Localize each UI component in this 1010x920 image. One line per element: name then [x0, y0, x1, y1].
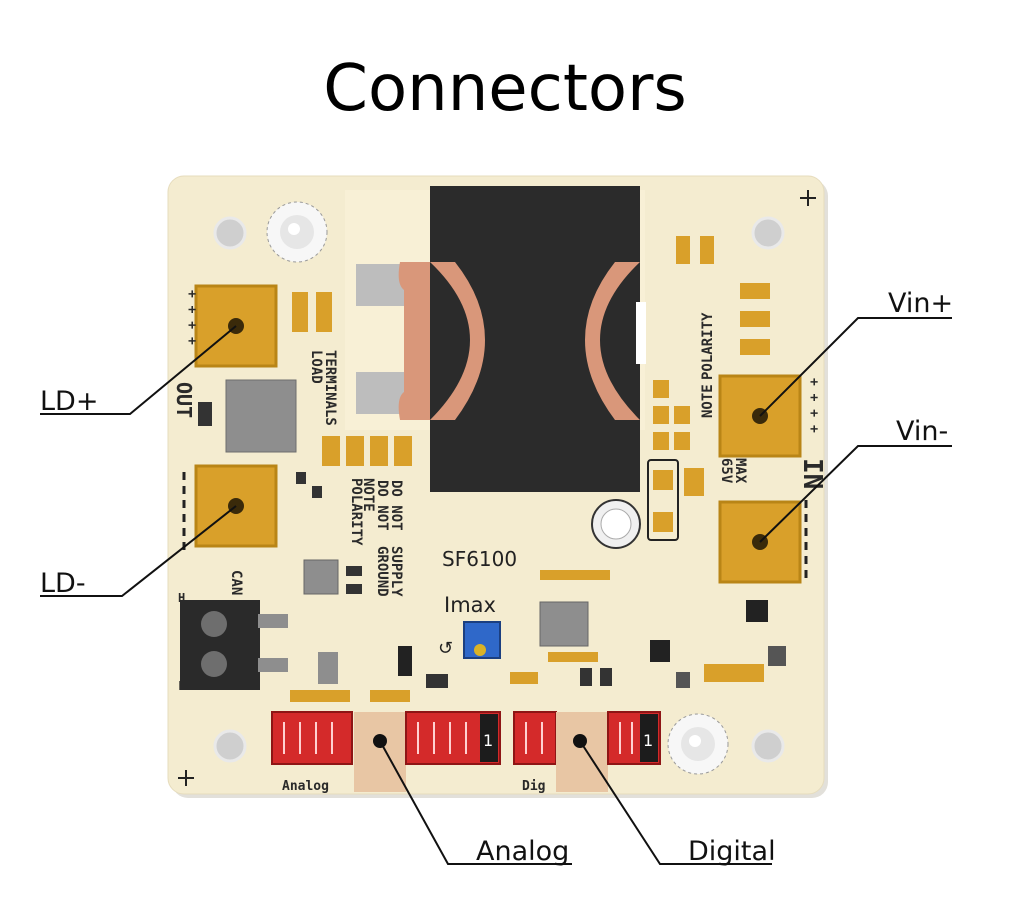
- can-h-label: H: [178, 591, 185, 605]
- note-label-right: NOTE: [700, 384, 716, 418]
- vin-plus-polarity-mark: + + + +: [806, 378, 821, 433]
- in-silk-label: IN: [797, 458, 827, 489]
- indicator-led: [591, 499, 641, 549]
- misc-pads: [290, 570, 764, 702]
- analog-pin1-label: 1: [483, 731, 493, 750]
- fiducial-tr-icon: [800, 190, 816, 206]
- standoff-screw-bottom: [667, 713, 729, 775]
- ld-plus-polarity-mark: + + + +: [184, 290, 199, 345]
- fiducial-bl-icon: [178, 770, 194, 786]
- digital-silk-label: Dig: [522, 779, 545, 794]
- analog-leader-line: [379, 740, 572, 865]
- digital-leader-line: [579, 740, 772, 865]
- note-label-left: NOTE: [360, 478, 376, 512]
- max-voltage-label: 65V: [718, 458, 734, 484]
- vin-minus-leader-line: [759, 445, 952, 543]
- out-silk-label: OUT: [172, 382, 196, 418]
- ld-minus-leader-line: [40, 505, 237, 597]
- polarity-label-left: POLARITY: [348, 478, 364, 546]
- vin-minus-callout: Vin-: [896, 416, 948, 447]
- ground-label: GROUND: [374, 546, 390, 597]
- smd-pads-top-right: [653, 236, 770, 496]
- model-label: SF6100: [442, 547, 517, 571]
- header-pins: [283, 722, 633, 754]
- rotate-icon: ↺: [438, 638, 453, 659]
- misc-components: [296, 472, 786, 688]
- fuse-outline: [647, 459, 679, 541]
- fuse-pad-bottom: [653, 512, 673, 532]
- ld-plus-callout: LD+: [40, 386, 98, 417]
- ld-minus-callout: LD-: [40, 568, 86, 599]
- vin-plus-leader-line: [759, 317, 952, 417]
- power-inductor: [356, 186, 646, 492]
- terminals-label: TERMINALS: [322, 350, 338, 426]
- can-connector: [180, 600, 288, 690]
- imax-potentiometer: [463, 621, 501, 659]
- page-title: Connectors: [323, 52, 687, 126]
- mounting-hole-br: [751, 729, 785, 763]
- max-label: MAX: [732, 458, 748, 484]
- digital-header: [513, 711, 661, 792]
- ld-plus-leader-line: [40, 325, 237, 415]
- imax-label: Imax: [444, 593, 496, 617]
- mounting-hole-bl: [213, 729, 247, 763]
- analog-silk-label: Analog: [282, 779, 329, 794]
- can-label: CAN: [228, 570, 244, 595]
- digital-pin1-label: 1: [643, 731, 653, 750]
- polarity-label-right: POLARITY: [700, 312, 716, 380]
- mounting-hole-tl: [213, 216, 247, 250]
- do-not-label-1: DO NOT: [388, 480, 404, 531]
- digital-callout: Digital: [688, 836, 776, 867]
- supply-label: SUPPLY: [388, 546, 404, 597]
- fuse-pad-top: [653, 470, 673, 490]
- mosfet-chip: [225, 379, 297, 453]
- analog-callout: Analog: [476, 836, 569, 867]
- vin-plus-callout: Vin+: [888, 288, 953, 319]
- standoff-screw-top: [266, 201, 328, 263]
- out-marker-block: [198, 402, 212, 426]
- smd-pads-left: [292, 292, 412, 466]
- mounting-hole-tr: [751, 216, 785, 250]
- do-not-label-2: DO NOT: [374, 480, 390, 531]
- analog-header: [271, 711, 501, 792]
- load-label: LOAD: [308, 350, 324, 384]
